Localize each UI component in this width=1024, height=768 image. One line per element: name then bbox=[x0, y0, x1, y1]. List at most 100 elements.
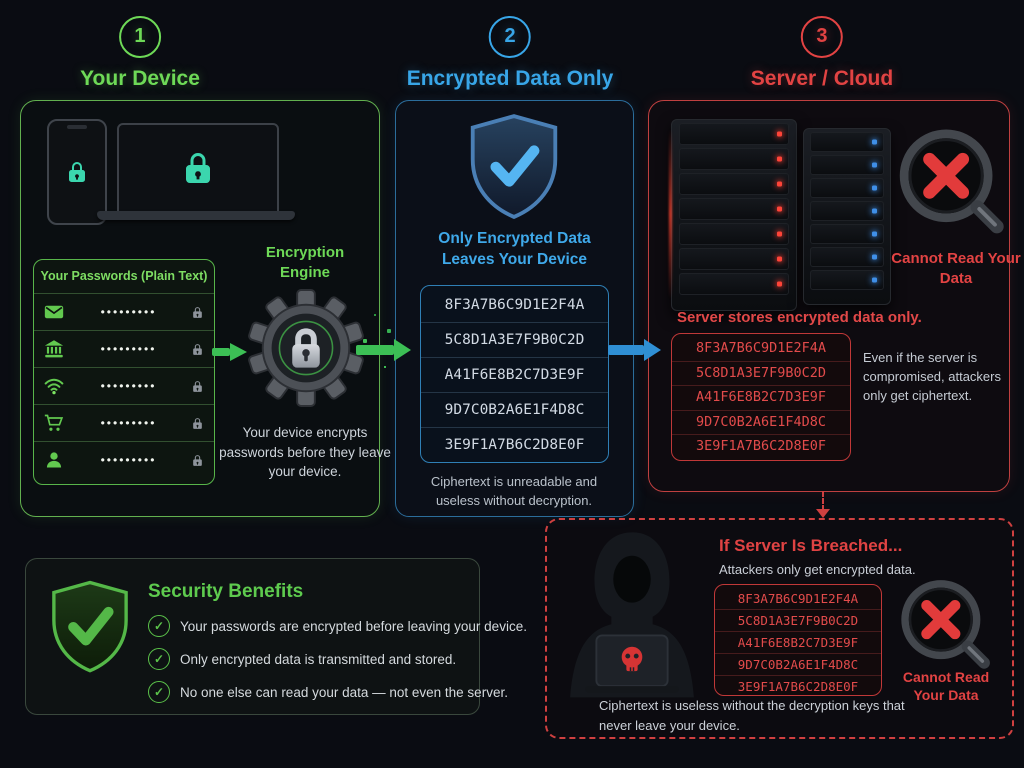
drive-slot bbox=[810, 201, 884, 221]
lock-icon bbox=[191, 305, 204, 320]
cannot-read-label: Cannot Read Your Data bbox=[891, 250, 1021, 287]
check-icon: ✓ bbox=[148, 681, 170, 703]
password-row: ••••••••• bbox=[34, 293, 214, 330]
ciphertext-line: 8F3A7B6C9D1E2F4A bbox=[695, 340, 827, 356]
step-number-badge: 2 bbox=[489, 16, 531, 58]
ciphertext-line: 9D7C0B2A6E1F4D8C bbox=[421, 392, 608, 427]
led-indicator bbox=[777, 156, 782, 162]
check-icon: ✓ bbox=[148, 615, 170, 637]
masked-password: ••••••••• bbox=[100, 416, 157, 430]
encrypted-caption: Ciphertext is unreadable and useless wit… bbox=[430, 474, 598, 508]
drive-slot bbox=[679, 223, 789, 245]
ciphertext-line: A41F6E8B2C7D3E9F bbox=[421, 357, 608, 392]
server-breached-panel: If Server Is Breached... Attackers only … bbox=[545, 518, 1014, 739]
passwords-card: Your Passwords (Plain Text) ••••••••• ••… bbox=[33, 259, 215, 485]
step-title: Your Device bbox=[80, 67, 200, 90]
masked-password: ••••••••• bbox=[100, 342, 157, 356]
led-indicator bbox=[777, 206, 782, 212]
step-header-your-device: 1 Your Device bbox=[80, 16, 200, 91]
shield-check-icon bbox=[48, 579, 132, 675]
arrow-device-to-encrypted-icon bbox=[356, 339, 411, 361]
masked-password: ••••••••• bbox=[100, 379, 157, 393]
gear-icon bbox=[248, 289, 364, 407]
step-title: Encrypted Data Only bbox=[406, 67, 614, 90]
benefit-text: No one else can read your data — not eve… bbox=[180, 684, 508, 700]
led-indicator bbox=[872, 277, 877, 283]
encryption-engine-label: Encryption Engine bbox=[265, 244, 345, 282]
hacker-graphic bbox=[557, 526, 707, 698]
drive-slot bbox=[810, 270, 884, 290]
password-row: ••••••••• bbox=[34, 367, 214, 404]
skull-icon bbox=[621, 646, 643, 672]
drive-slot bbox=[679, 273, 789, 295]
ciphertext-line: 3E9F1A7B6C2D8E0F bbox=[672, 434, 850, 459]
led-indicator bbox=[777, 231, 782, 237]
check-icon: ✓ bbox=[148, 648, 170, 670]
phone-graphic bbox=[47, 119, 107, 225]
phone-notch bbox=[67, 125, 87, 129]
drive-slot bbox=[679, 248, 789, 270]
ciphertext-line: A41F6E8B2C7D3E9F bbox=[715, 631, 881, 653]
drive-slot bbox=[679, 173, 789, 195]
ciphertext-line: A41F6E8B2C7D3E9F bbox=[672, 385, 850, 410]
password-row: ••••••••• bbox=[34, 330, 214, 367]
encrypted-data-panel: Only Encrypted Data Leaves Your Device 8… bbox=[395, 100, 634, 517]
ciphertext-box-red: 8F3A7B6C9D1E2F4A 5C8D1A3E7F9B0C2D A41F6E… bbox=[714, 584, 882, 696]
benefit-item: ✓ Only encrypted data is transmitted and… bbox=[148, 648, 456, 670]
hood-face bbox=[613, 555, 651, 603]
ciphertext-line: 8F3A7B6C9D1E2F4A bbox=[444, 297, 585, 313]
password-row: ••••••••• bbox=[34, 441, 214, 478]
security-benefits-panel: Security Benefits ✓ Your passwords are e… bbox=[25, 558, 527, 715]
lock-icon bbox=[180, 150, 216, 186]
ciphertext-line: 5C8D1A3E7F9B0C2D bbox=[421, 322, 608, 357]
lock-icon bbox=[191, 379, 204, 394]
server-rack-graphic bbox=[663, 113, 895, 315]
masked-password: ••••••••• bbox=[100, 453, 157, 467]
password-row: ••••••••• bbox=[34, 404, 214, 441]
ciphertext-line: 9D7C0B2A6E1F4D8C bbox=[715, 653, 881, 675]
led-indicator bbox=[777, 256, 782, 262]
laptop-base bbox=[585, 686, 679, 693]
drive-slot bbox=[810, 132, 884, 152]
led-indicator bbox=[872, 231, 877, 237]
ciphertext-line: 5C8D1A3E7F9B0C2D bbox=[672, 360, 850, 386]
laptop-graphic bbox=[117, 123, 279, 213]
email-icon bbox=[44, 302, 66, 322]
ciphertext-line: 5C8D1A3E7F9B0C2D bbox=[715, 609, 881, 631]
server-cloud-panel: Cannot Read Your Data Server stores encr… bbox=[648, 100, 1021, 492]
masked-password: ••••••••• bbox=[100, 305, 157, 319]
led-indicator bbox=[872, 254, 877, 260]
drive-slot bbox=[679, 198, 789, 220]
led-indicator bbox=[872, 162, 877, 168]
drive-slot bbox=[810, 178, 884, 198]
lock-icon bbox=[65, 160, 89, 184]
led-indicator bbox=[872, 185, 877, 191]
drive-slot bbox=[810, 155, 884, 175]
bank-icon bbox=[44, 339, 66, 359]
led-indicator bbox=[872, 139, 877, 145]
drive-slot bbox=[810, 247, 884, 267]
red-glow bbox=[669, 129, 672, 299]
benefit-text: Your passwords are encrypted before leav… bbox=[180, 618, 527, 634]
padlock-icon bbox=[292, 328, 320, 368]
drive-slot bbox=[810, 224, 884, 244]
step-number-badge: 3 bbox=[800, 16, 843, 58]
shield-check-icon bbox=[466, 113, 562, 221]
ciphertext-line: 3E9F1A7B6C2D8E0F bbox=[715, 675, 881, 695]
ciphertext-box-red: 8F3A7B6C9D1E2F4A 5C8D1A3E7F9B0C2D A41F6E… bbox=[671, 333, 851, 461]
encrypted-headline: Only Encrypted Data Leaves Your Device bbox=[438, 230, 591, 268]
server-stores-label: Server stores encrypted data only. bbox=[677, 309, 922, 326]
breach-caption: Ciphertext is useless without the decryp… bbox=[599, 698, 905, 733]
your-device-panel: Encryption Engine Your Passwords (Plain … bbox=[20, 100, 391, 517]
led-indicator bbox=[777, 281, 782, 287]
drive-slot bbox=[679, 123, 789, 145]
led-indicator bbox=[872, 208, 877, 214]
benefit-text: Only encrypted data is transmitted and s… bbox=[180, 651, 457, 667]
cart-icon bbox=[44, 413, 66, 433]
led-indicator bbox=[777, 181, 782, 187]
benefit-item: ✓ No one else can read your data — not e… bbox=[148, 681, 508, 703]
benefits-title: Security Benefits bbox=[148, 581, 304, 602]
step-header-server-cloud: 3 Server / Cloud bbox=[751, 16, 893, 91]
benefit-item: ✓ Your passwords are encrypted before le… bbox=[148, 615, 527, 637]
